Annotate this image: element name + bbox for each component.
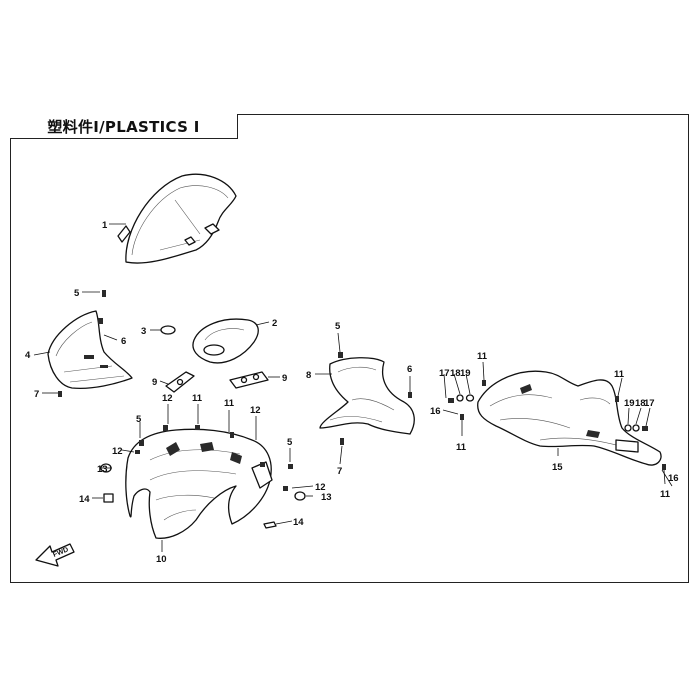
leader-lines bbox=[33, 223, 673, 552]
callout-6: 6 bbox=[121, 336, 126, 347]
front-fairing-part bbox=[125, 428, 273, 539]
callout-13: 13 bbox=[321, 492, 332, 503]
callout-1: 1 bbox=[102, 220, 108, 231]
left-side-cover-part bbox=[47, 310, 133, 390]
callout-16: 16 bbox=[430, 406, 441, 417]
callout-11: 11 bbox=[224, 398, 235, 409]
screw-parts bbox=[58, 290, 666, 491]
callout-17: 17 bbox=[644, 398, 655, 409]
callout-9: 9 bbox=[282, 373, 287, 384]
callout-11: 11 bbox=[477, 351, 488, 362]
nut-part bbox=[160, 325, 176, 335]
callout-14: 14 bbox=[79, 494, 90, 505]
callout-7: 7 bbox=[337, 466, 342, 477]
callout-5: 5 bbox=[136, 414, 142, 425]
callout-16: 16 bbox=[668, 473, 679, 484]
center-cover-part bbox=[319, 357, 415, 435]
diagram-frame bbox=[10, 114, 689, 583]
clip-part-right bbox=[263, 521, 277, 529]
grommet-part-right bbox=[294, 491, 306, 501]
instrument-cover-part bbox=[192, 318, 259, 364]
callout-3: 3 bbox=[141, 326, 146, 337]
callout-18: 18 bbox=[450, 368, 461, 379]
page-title: 塑料件Ⅰ/PLASTICS Ⅰ bbox=[47, 117, 200, 136]
callout-12: 12 bbox=[315, 482, 326, 493]
callout-11: 11 bbox=[660, 489, 671, 500]
callout-12: 12 bbox=[112, 446, 123, 457]
callout-8: 8 bbox=[306, 370, 311, 381]
windshield-part bbox=[117, 173, 237, 264]
fwd-arrow-icon: FWD bbox=[35, 543, 75, 567]
callout-17: 17 bbox=[439, 368, 450, 379]
callout-2: 2 bbox=[272, 318, 277, 329]
callout-4: 4 bbox=[25, 350, 31, 361]
callout-12: 12 bbox=[162, 393, 173, 404]
clip-part-left bbox=[103, 493, 114, 503]
bracket-part-right bbox=[229, 371, 269, 389]
callout-labels: 1 2 3 4 5 5 5 5 6 6 7 7 8 9 9 10 11 11 1… bbox=[25, 220, 679, 565]
callout-11: 11 bbox=[456, 442, 467, 453]
callout-11: 11 bbox=[614, 369, 625, 380]
right-side-panel-part bbox=[477, 370, 662, 466]
callout-9: 9 bbox=[152, 377, 157, 388]
bracket-part-left bbox=[165, 371, 195, 393]
callout-13: 13 bbox=[97, 464, 108, 475]
callout-19: 19 bbox=[624, 398, 635, 409]
callout-18: 18 bbox=[635, 398, 646, 409]
callout-10: 10 bbox=[156, 554, 167, 565]
callout-19: 19 bbox=[460, 368, 471, 379]
callout-5: 5 bbox=[335, 321, 341, 332]
callout-15: 15 bbox=[552, 462, 563, 473]
callout-5: 5 bbox=[74, 288, 80, 299]
callout-12: 12 bbox=[250, 405, 261, 416]
callout-7: 7 bbox=[34, 389, 39, 400]
callout-5: 5 bbox=[287, 437, 293, 448]
callout-11: 11 bbox=[192, 393, 203, 404]
title-box: 塑料件Ⅰ/PLASTICS Ⅰ bbox=[10, 114, 238, 139]
callout-14: 14 bbox=[293, 517, 304, 528]
callout-6: 6 bbox=[407, 364, 412, 375]
